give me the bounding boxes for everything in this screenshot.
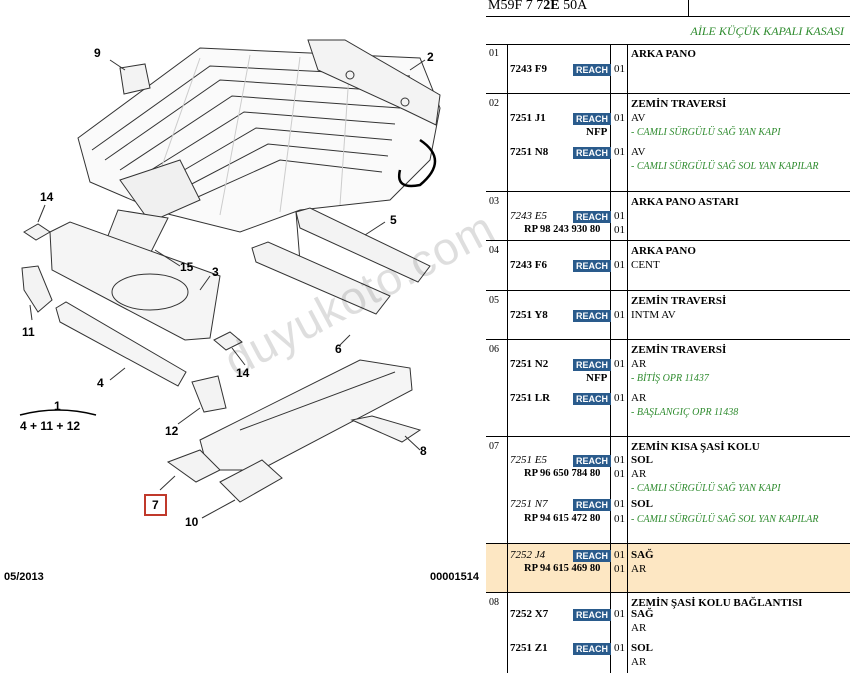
parts-drawing bbox=[19, 39, 441, 519]
crossmember-part-6 bbox=[251, 241, 391, 315]
reach-badge: REACH bbox=[573, 147, 611, 159]
rail-arm-part-10 bbox=[219, 459, 283, 503]
part-ref[interactable]: 7251 E5 bbox=[510, 454, 547, 466]
replacement-ref[interactable]: RP 94 615 469 80 bbox=[524, 563, 601, 574]
replacement-ref[interactable]: RP 98 243 930 80 bbox=[524, 224, 601, 235]
replacement-ref[interactable]: RP 94 615 472 80 bbox=[524, 513, 601, 524]
crossmember-part-4 bbox=[55, 301, 187, 387]
bracket-part-9 bbox=[119, 63, 151, 95]
callout-7-highlighted[interactable]: 7 bbox=[144, 494, 167, 516]
callout-5: 5 bbox=[390, 213, 397, 227]
reach-badge: REACH bbox=[573, 643, 611, 655]
group-08[interactable]: 08 ZEMİN ŞASİ KOLU BAĞLANTISI 7252 X7 RE… bbox=[486, 593, 850, 673]
reach-badge: REACH bbox=[573, 455, 611, 467]
callout-2: 2 bbox=[427, 50, 434, 64]
callout-3: 3 bbox=[212, 265, 219, 279]
part-ref[interactable]: 7243 F9 bbox=[510, 63, 547, 75]
callout-6: 6 bbox=[335, 342, 342, 356]
chassis-rail-assembly bbox=[199, 359, 413, 471]
title-row: AİLE KÜÇÜK KAPALI KASASI bbox=[486, 16, 850, 45]
drawing-number: 00001514 bbox=[430, 571, 479, 583]
reach-badge: REACH bbox=[573, 113, 611, 125]
rail-arm-part-7 bbox=[166, 449, 221, 483]
part-ref[interactable]: 7243 E5 bbox=[510, 210, 547, 222]
callout-14a: 14 bbox=[40, 190, 54, 204]
part-ref[interactable]: 7251 Z1 bbox=[510, 642, 548, 654]
clip-part-14a bbox=[23, 223, 51, 241]
group-01[interactable]: 01 ARKA PANO 7243 F9 REACH 01 bbox=[486, 44, 850, 94]
group-06[interactable]: 06 ZEMİN TRAVERSİ 7251 N2 REACH 01 AR NF… bbox=[486, 340, 850, 437]
callout-8: 8 bbox=[420, 444, 427, 458]
reach-badge: REACH bbox=[573, 550, 611, 562]
callout-9: 9 bbox=[94, 46, 101, 60]
callout-15: 15 bbox=[180, 260, 194, 274]
side-bracket-part-11 bbox=[21, 265, 53, 313]
callout-4: 4 bbox=[97, 376, 104, 390]
group-title: ARKA PANO bbox=[631, 48, 696, 60]
panel-title: AİLE KÜÇÜK KAPALI KASASI bbox=[690, 24, 844, 38]
header-row: M59F 7 72E 50A bbox=[486, 0, 850, 17]
assembly-formula: 4 + 11 + 12 bbox=[20, 419, 81, 433]
highlighted-part-row[interactable]: 7252 J4 REACH 01 SAĞ RP 94 615 469 80 01… bbox=[486, 544, 850, 593]
reach-badge: REACH bbox=[573, 609, 611, 621]
part-ref[interactable]: 7251 N7 bbox=[510, 498, 548, 510]
exploded-parts-diagram: 9 2 14 5 15 3 11 6 14 4 1 4 + 11 + 12 12… bbox=[4, 39, 479, 583]
reach-badge: REACH bbox=[573, 310, 611, 322]
reach-badge: REACH bbox=[573, 260, 611, 272]
callout-1: 1 bbox=[54, 399, 61, 413]
crossmember-part-5 bbox=[295, 207, 431, 283]
group-03[interactable]: 03 ARKA PANO ASTARI 7243 E5 REACH 01 RP … bbox=[486, 192, 850, 241]
part-ref[interactable]: 7251 Y8 bbox=[510, 309, 548, 321]
part-ref[interactable]: 7251 N2 bbox=[510, 358, 549, 370]
connector-part-8 bbox=[350, 415, 422, 443]
callout-11: 11 bbox=[22, 325, 35, 339]
callout-14b: 14 bbox=[236, 366, 250, 380]
part-ref[interactable]: 7243 F6 bbox=[510, 259, 547, 271]
date-code: 05/2013 bbox=[4, 571, 44, 583]
parts-list-panel: M59F 7 72E 50A AİLE KÜÇÜK KAPALI KASASI … bbox=[486, 0, 850, 673]
parts-table: 01 ARKA PANO 7243 F9 REACH 01 02 ZEMİN T… bbox=[486, 44, 850, 673]
rear-panel-liner-part-3 bbox=[49, 221, 221, 341]
group-07[interactable]: 07 ZEMİN KISA ŞASİ KOLU 7251 E5 REACH 01… bbox=[486, 437, 850, 544]
part-ref[interactable]: 7251 LR bbox=[510, 392, 551, 404]
callout-12: 12 bbox=[165, 424, 179, 438]
reach-badge: REACH bbox=[573, 64, 611, 76]
replacement-ref[interactable]: RP 96 650 784 80 bbox=[524, 468, 601, 479]
part-ref[interactable]: 7251 N8 bbox=[510, 146, 549, 158]
callout-10: 10 bbox=[185, 515, 199, 529]
reach-badge: REACH bbox=[573, 499, 611, 511]
bracket-part-12 bbox=[191, 375, 227, 413]
part-ref[interactable]: 7252 J4 bbox=[510, 549, 546, 561]
clip-part-14b bbox=[213, 331, 243, 351]
reach-badge: REACH bbox=[573, 393, 611, 405]
group-04[interactable]: 04 ARKA PANO 7243 F6 REACH 01 CENT bbox=[486, 241, 850, 291]
reach-badge: REACH bbox=[573, 211, 611, 223]
rear-panel-part bbox=[307, 39, 441, 126]
group-02[interactable]: 02 ZEMİN TRAVERSİ 7251 J1 REACH 01 AV NF… bbox=[486, 94, 850, 192]
group-05[interactable]: 05 ZEMİN TRAVERSİ 7251 Y8 REACH 01 INTM … bbox=[486, 291, 850, 340]
reach-badge: REACH bbox=[573, 359, 611, 371]
part-ref[interactable]: 7252 X7 bbox=[510, 608, 549, 620]
part-ref[interactable]: 7251 J1 bbox=[510, 112, 546, 124]
header-code: M59F 7 72E 50A bbox=[488, 0, 588, 13]
